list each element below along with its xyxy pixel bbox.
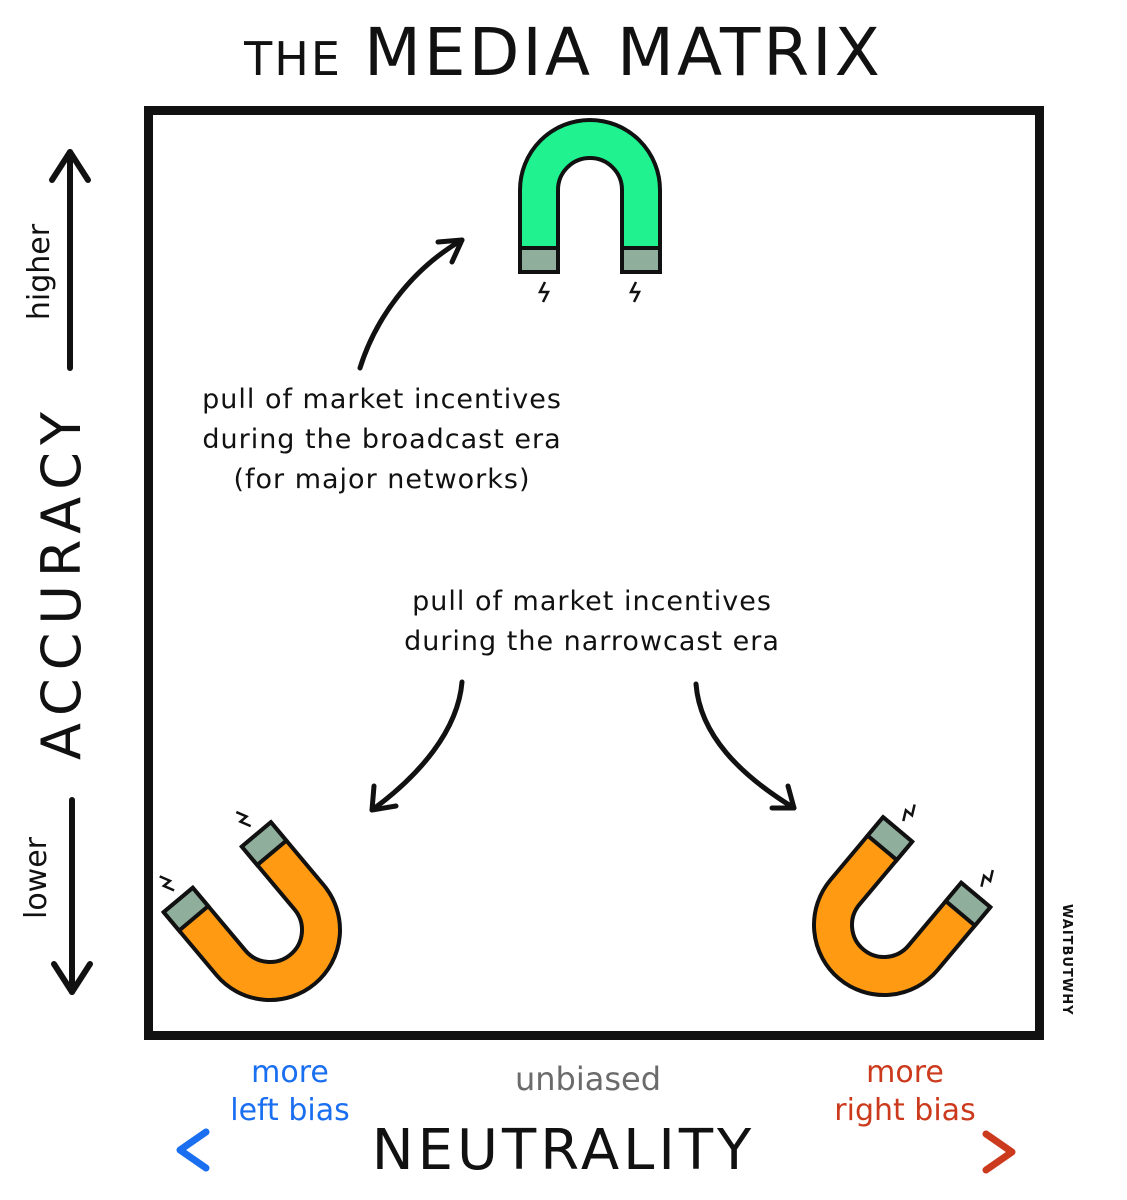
broadcast-annotation-line3: (for major networks) (233, 464, 531, 495)
left-bias-label-line1: more (251, 1055, 329, 1090)
broadcast-annotation: pull of market incentives during the bro… (162, 380, 602, 500)
right-bias-label-line1: more (866, 1055, 944, 1090)
right-bias-arrow-icon (822, 1130, 1016, 1174)
y-axis-low-label: lower (19, 836, 54, 920)
broadcast-annotation-line2: during the broadcast era (202, 424, 562, 455)
y-axis-high-label: higher (22, 223, 57, 321)
left-bias-arrow-icon (176, 1128, 356, 1172)
unbiased-label: unbiased (514, 1060, 662, 1098)
title-prefix: THE (244, 32, 342, 86)
y-axis-up-arrow-icon (49, 149, 91, 371)
narrowcast-annotation-line2: during the narrowcast era (404, 626, 780, 657)
narrowcast-annotation-line1: pull of market incentives (412, 586, 772, 617)
left-bias-magnet-icon (159, 810, 342, 1002)
narrowcast-left-arrow-icon (369, 679, 465, 813)
broadcast-magnet-icon (518, 118, 662, 303)
matrix-frame (144, 106, 1044, 1040)
page-title: THE MEDIA MATRIX (0, 14, 1127, 91)
narrowcast-annotation: pull of market incentives during the nar… (362, 582, 822, 662)
left-bias-label-line2: left bias (230, 1093, 350, 1128)
broadcast-arrow-icon (357, 237, 465, 371)
y-axis-down-arrow-icon (51, 797, 93, 995)
x-axis-title: NEUTRALITY (371, 1118, 756, 1183)
left-bias-label: more left bias (210, 1054, 370, 1130)
right-bias-label: more right bias (810, 1054, 1000, 1130)
broadcast-annotation-line1: pull of market incentives (202, 384, 562, 415)
right-bias-label-line2: right bias (834, 1093, 976, 1128)
y-axis-title: ACCURACY (30, 404, 93, 760)
narrowcast-right-arrow-icon (693, 681, 797, 811)
waitbutwhy-signature: WAITBUTWHY (1059, 904, 1074, 1016)
right-bias-magnet-icon (812, 804, 994, 997)
title-main: MEDIA MATRIX (363, 14, 883, 91)
